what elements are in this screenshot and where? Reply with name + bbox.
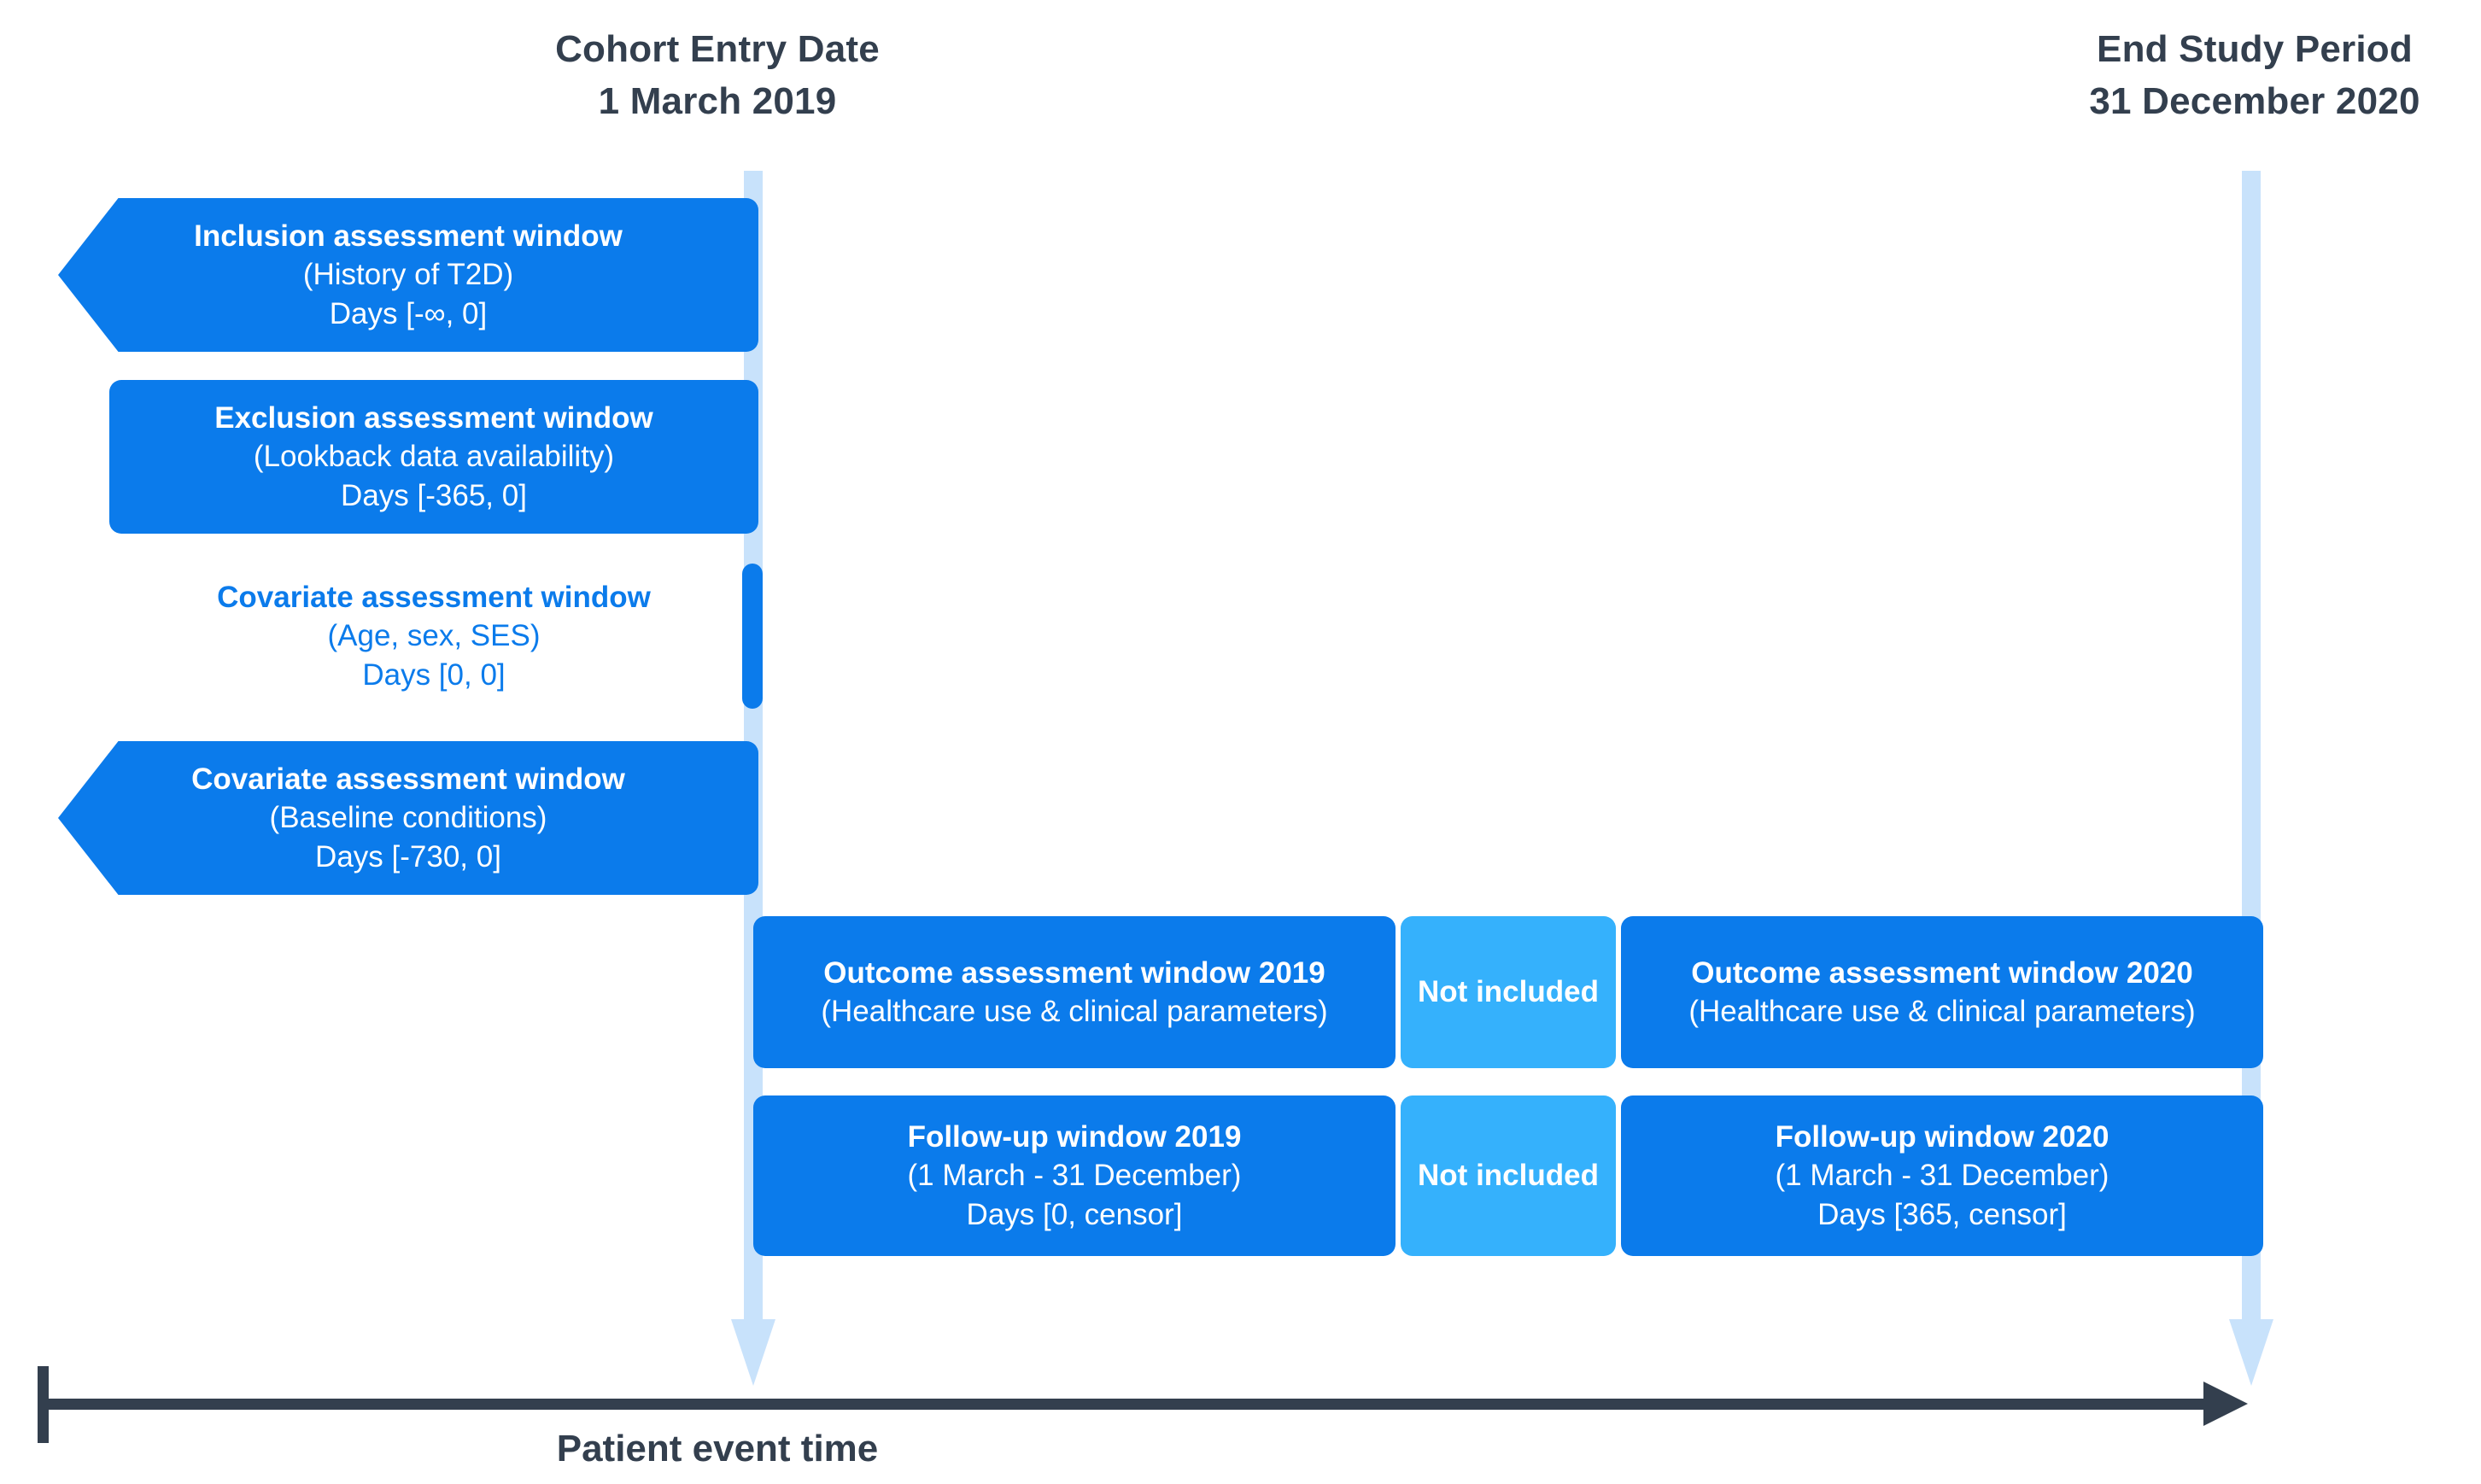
outcome-window-2020-bar: Outcome assessment window 2020 (Healthca… (1621, 916, 2263, 1068)
covariate-point-title: Covariate assessment window (217, 580, 651, 614)
exclusion-window-detail: (Lookback data availability) (253, 440, 615, 474)
end-study-arrowhead-icon (2229, 1319, 2273, 1386)
followup-2020-detail: (1 March - 31 December) (1775, 1159, 2109, 1193)
end-study-period-label: End Study Period 31 December 2020 (2041, 24, 2468, 127)
axis-arrowhead-icon (2203, 1382, 2248, 1426)
followup-2019-detail: (1 March - 31 December) (907, 1159, 1242, 1193)
covariate-baseline-window-bar: Covariate assessment window (Baseline co… (58, 741, 758, 895)
covariate-point-days: Days [0, 0] (362, 657, 506, 692)
followup-2019-title: Follow-up window 2019 (907, 1119, 1242, 1154)
covariate-point-window-label: Covariate assessment window (Age, sex, S… (109, 564, 758, 709)
followup-2019-days: Days [0, censor] (966, 1197, 1183, 1231)
outcome-window-2019-bar: Outcome assessment window 2019 (Healthca… (753, 916, 1396, 1068)
outcome-gap-label: Not included (1418, 975, 1599, 1009)
followup-window-2019-bar: Follow-up window 2019 (1 March - 31 Dece… (753, 1095, 1396, 1256)
cohort-entry-date-label: Cohort Entry Date 1 March 2019 (521, 24, 914, 127)
covariate-baseline-days: Days [-730, 0] (315, 839, 501, 873)
followup-gap-label: Not included (1418, 1159, 1599, 1193)
outcome-2019-title: Outcome assessment window 2019 (823, 955, 1325, 990)
exclusion-window-days: Days [-365, 0] (341, 478, 527, 512)
followup-2020-title: Follow-up window 2020 (1775, 1119, 2109, 1154)
covariate-baseline-detail: (Baseline conditions) (269, 801, 547, 835)
end-study-period-value: 31 December 2020 (2089, 79, 2420, 122)
cohort-entry-arrowhead-icon (731, 1319, 775, 1386)
outcome-2020-detail: (Healthcare use & clinical parameters) (1688, 995, 2196, 1028)
axis-line (38, 1399, 2207, 1410)
outcome-2020-title: Outcome assessment window 2020 (1691, 955, 2193, 990)
axis-label-patient-event-time: Patient event time (556, 1428, 879, 1469)
outcome-2019-detail: (Healthcare use & clinical parameters) (821, 995, 1328, 1028)
exclusion-window-title: Exclusion assessment window (214, 400, 653, 435)
outcome-gap-not-included-bar: Not included (1401, 916, 1616, 1068)
exclusion-assessment-window-bar: Exclusion assessment window (Lookback da… (109, 380, 758, 534)
cohort-entry-date-value: 1 March 2019 (598, 79, 837, 122)
followup-window-2020-bar: Follow-up window 2020 (1 March - 31 Dece… (1621, 1095, 2263, 1256)
inclusion-window-title: Inclusion assessment window (194, 219, 623, 253)
covariate-point-marker (742, 564, 763, 709)
cohort-entry-date-title: Cohort Entry Date (555, 28, 880, 70)
covariate-point-detail: (Age, sex, SES) (327, 619, 541, 653)
inclusion-window-detail: (History of T2D) (302, 258, 514, 292)
followup-gap-not-included-bar: Not included (1401, 1095, 1616, 1256)
followup-2020-days: Days [365, censor] (1817, 1197, 2067, 1231)
covariate-baseline-title: Covariate assessment window (191, 762, 625, 796)
inclusion-window-days: Days [-∞, 0] (329, 296, 488, 330)
inclusion-assessment-window-bar: Inclusion assessment window (History of … (58, 198, 758, 352)
end-study-period-title: End Study Period (2097, 28, 2413, 70)
